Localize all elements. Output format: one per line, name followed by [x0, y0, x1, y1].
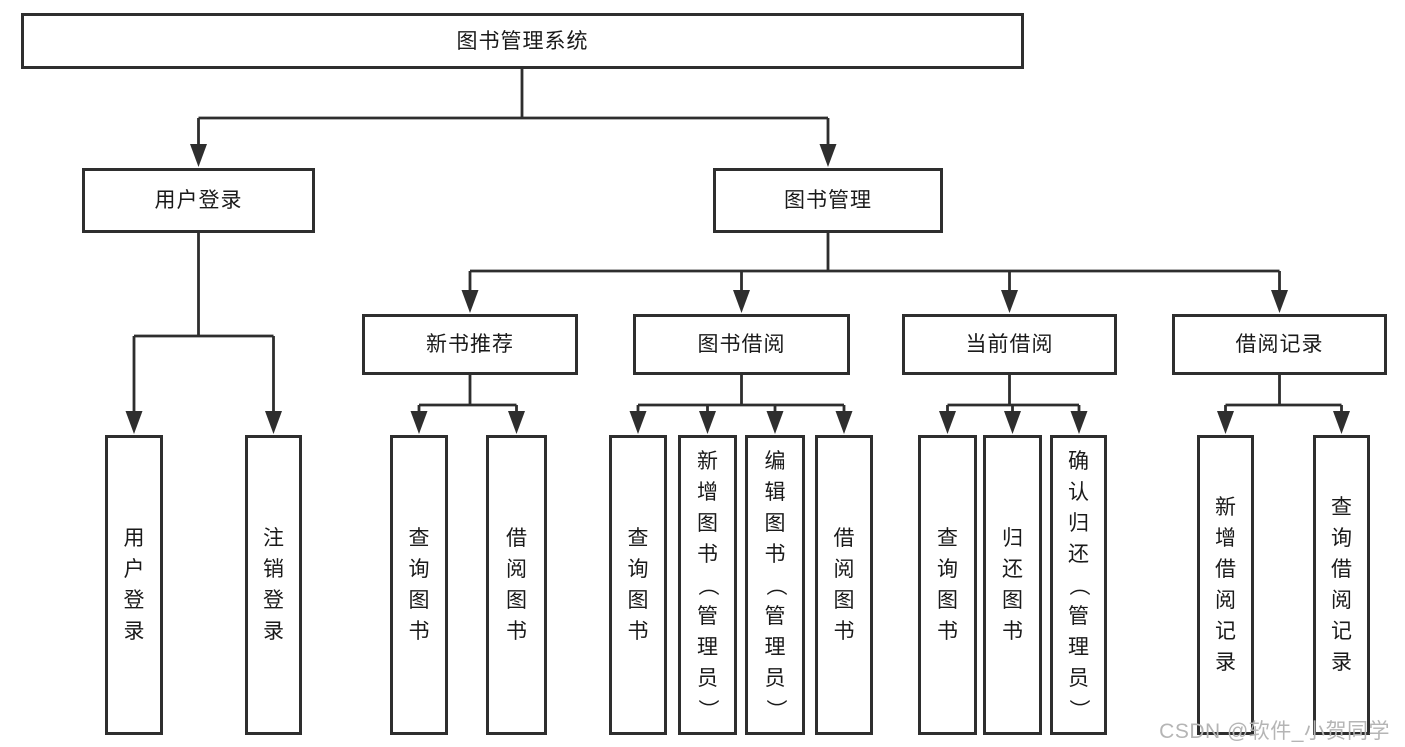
node-new-book-recommend: 新书推荐 — [362, 314, 578, 375]
node-label: 图书借阅 — [697, 333, 786, 356]
node-leaf-user-login: 用户登录 — [105, 435, 163, 735]
node-label: 借阅记录 — [1235, 333, 1324, 356]
node-library-management-system: 图书管理系统 — [21, 13, 1024, 69]
node-leaf-add-book-admin: 新增图书（管理员） — [678, 435, 737, 735]
node-label: 当前借阅 — [965, 333, 1054, 356]
node-leaf-borrow-books-1: 借阅图书 — [486, 435, 547, 735]
node-leaf-borrow-books-2: 借阅图书 — [815, 435, 873, 735]
node-user-login-branch: 用户登录 — [82, 168, 315, 233]
node-borrowing-records: 借阅记录 — [1172, 314, 1387, 375]
node-leaf-query-borrow-record: 查询借阅记录 — [1313, 435, 1370, 735]
node-label: 图书管理 — [784, 189, 872, 212]
node-leaf-query-books-3: 查询图书 — [918, 435, 977, 735]
node-leaf-add-borrow-record: 新增借阅记录 — [1197, 435, 1254, 735]
node-label: 图书管理系统 — [456, 29, 589, 53]
node-current-borrowing: 当前借阅 — [902, 314, 1117, 375]
csdn-watermark: CSDN @软件_小贺同学 — [1159, 720, 1390, 743]
node-leaf-query-books-2: 查询图书 — [609, 435, 667, 735]
node-leaf-confirm-return-admin: 确认归还（管理员） — [1050, 435, 1107, 735]
node-leaf-query-books-1: 查询图书 — [390, 435, 448, 735]
node-leaf-return-book: 归还图书 — [983, 435, 1042, 735]
node-book-borrowing: 图书借阅 — [633, 314, 850, 375]
node-label: 新书推荐 — [426, 333, 514, 356]
node-book-management-branch: 图书管理 — [713, 168, 943, 233]
node-leaf-edit-book-admin: 编辑图书（管理员） — [745, 435, 805, 735]
node-leaf-logout: 注销登录 — [245, 435, 302, 735]
node-label: 用户登录 — [154, 189, 243, 212]
